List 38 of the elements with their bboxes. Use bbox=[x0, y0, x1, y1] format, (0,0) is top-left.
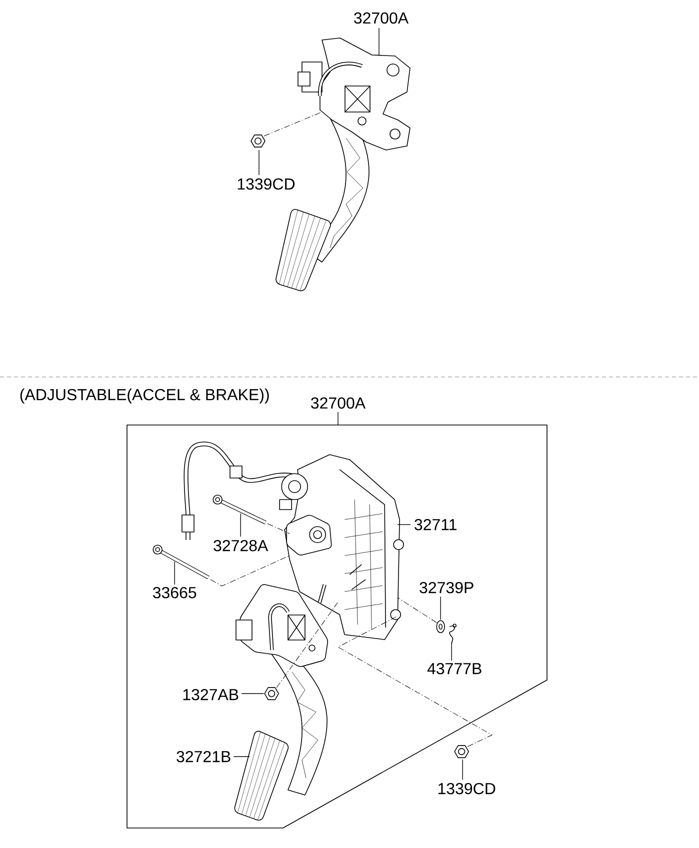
part-number: 1327AB bbox=[183, 688, 238, 700]
assembly-line bbox=[267, 523, 290, 534]
part-number: 32700A bbox=[354, 12, 409, 24]
bolt-drawing bbox=[212, 494, 266, 524]
part-number: 32700A bbox=[311, 397, 366, 409]
part-number: 32711 bbox=[414, 518, 456, 530]
part-number: 32739P bbox=[420, 582, 474, 594]
washer-drawing bbox=[436, 620, 445, 633]
assembly-line bbox=[397, 597, 437, 623]
part-number: 43777B bbox=[427, 662, 482, 674]
assembly-line bbox=[338, 616, 492, 747]
leader-line bbox=[240, 513, 241, 537]
leader-line bbox=[397, 524, 411, 525]
nut-drawing bbox=[264, 687, 279, 700]
leader-line bbox=[241, 693, 264, 694]
part-number: 1339CD bbox=[438, 782, 496, 794]
frame-outline bbox=[126, 424, 548, 828]
leader-line bbox=[258, 150, 260, 176]
part-number: 1339CD bbox=[238, 178, 295, 190]
part-number: 32721B bbox=[176, 750, 230, 762]
assembly-line bbox=[264, 112, 322, 136]
leader-line bbox=[451, 642, 452, 661]
assembly-line bbox=[210, 555, 290, 586]
leader-line bbox=[440, 596, 441, 620]
leader-line bbox=[378, 28, 380, 56]
bolt-drawing bbox=[152, 544, 210, 580]
clip-drawing bbox=[449, 624, 456, 644]
leader-line bbox=[233, 756, 250, 757]
assembly-line bbox=[276, 602, 338, 688]
leader-line bbox=[174, 561, 175, 585]
part-number: 32728A bbox=[214, 540, 268, 552]
pedal-housing-drawing bbox=[279, 454, 404, 640]
section-heading: (ADJUSTABLE(ACCEL & BRAKE)) bbox=[20, 388, 269, 404]
part-number: 33665 bbox=[152, 586, 196, 598]
pedal-pad-drawing bbox=[234, 730, 289, 821]
nut-drawing bbox=[454, 745, 469, 758]
leader-line bbox=[462, 759, 463, 780]
nut-drawing bbox=[250, 134, 266, 148]
